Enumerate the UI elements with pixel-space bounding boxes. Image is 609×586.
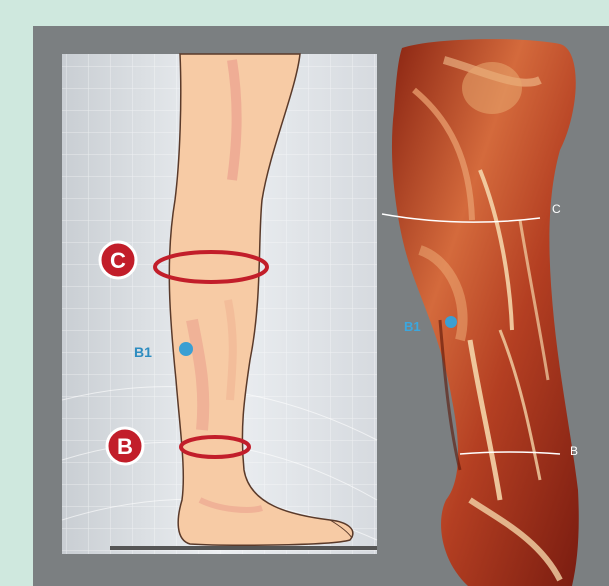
label-badge-b: B (107, 428, 143, 464)
point-b1-right (445, 316, 457, 328)
label-b-text: B (117, 434, 133, 459)
label-badge-c: C (100, 242, 136, 278)
label-b-right: B (570, 444, 578, 458)
label-b1-right: B1 (404, 319, 421, 334)
point-b1-left (179, 342, 193, 356)
label-c-text: C (110, 248, 126, 273)
leg-muscle-anatomy-render (392, 39, 579, 586)
label-c-right: C (552, 202, 561, 216)
label-b1-left: B1 (134, 344, 152, 360)
